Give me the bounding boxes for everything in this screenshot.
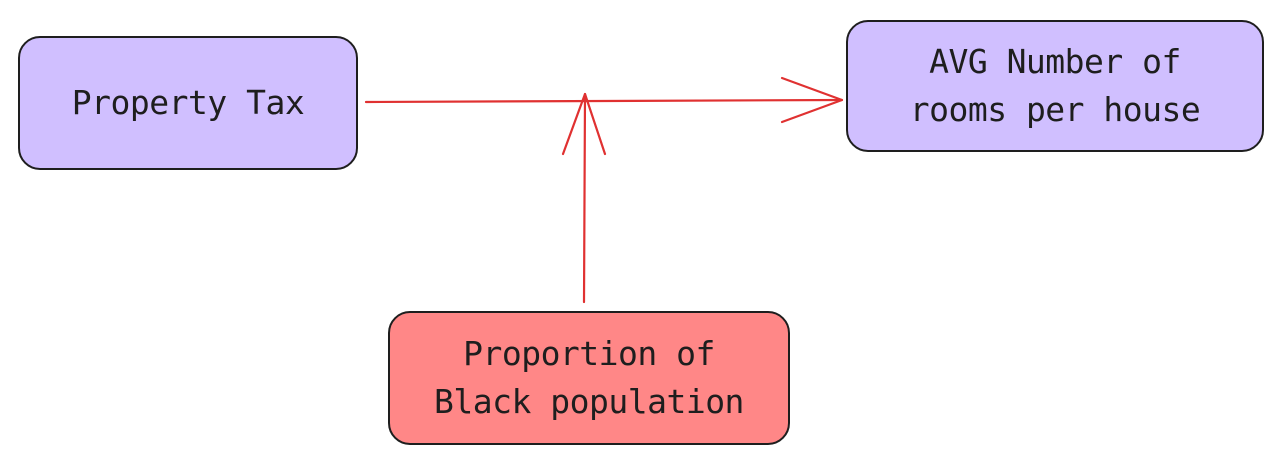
node-avg-rooms-label: AVG Number of rooms per house — [909, 42, 1201, 129]
edge-tax-to-rooms — [364, 98, 844, 104]
node-proportion-black-population: Proportion of Black population — [388, 311, 790, 445]
edge-moderator-to-main-edge — [582, 92, 587, 304]
edge-moderator-arrowhead — [561, 92, 607, 156]
node-avg-rooms-per-house: AVG Number of rooms per house — [846, 20, 1264, 152]
node-property-tax: Property Tax — [18, 36, 358, 170]
node-property-tax-label: Property Tax — [71, 83, 305, 122]
node-proportion-black-population-label: Proportion of Black population — [434, 334, 744, 421]
edge-tax-to-rooms-arrowhead — [780, 76, 844, 124]
